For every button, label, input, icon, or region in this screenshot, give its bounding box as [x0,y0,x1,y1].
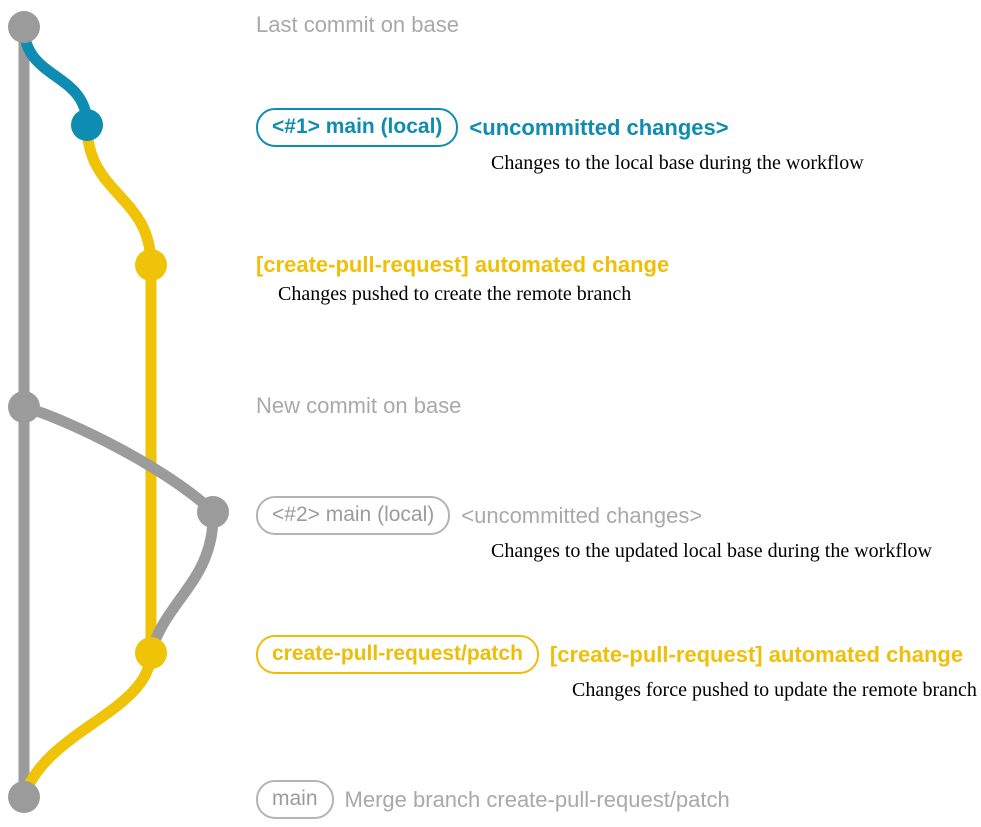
commit-subject: New commit on base [256,393,462,418]
commit-row-merge-commit: main Merge branch create-pull-request/pa… [256,780,730,819]
edge-base2-to-local2 [18,401,219,518]
edge-patch2-to-merge [18,647,157,803]
branch-pill-main-local-2[interactable]: <#2> main (local) [256,496,451,535]
commit-node-patch-2[interactable] [135,637,167,669]
branch-pill-main[interactable]: main [256,780,334,819]
commit-subject: <uncommitted changes> [461,502,703,528]
commit-node-merge[interactable] [8,781,40,813]
commit-row-new-commit-on-base: New commit on base [256,393,461,419]
commit-row-head: Last commit on base [256,12,459,38]
commit-subject: [create-pull-request] automated change [549,641,964,667]
edge-base-to-local1 [18,21,93,131]
commit-row-head: New commit on base [256,393,461,419]
git-graph [8,11,229,813]
commit-node-base-2[interactable] [8,391,40,423]
commit-subject: <uncommitted changes> [469,114,729,140]
commit-caption: Changes force pushed to update the remot… [572,679,977,701]
commit-row-head: <#2> main (local) <uncommitted changes> [256,496,702,535]
branch-pill-create-pull-request-patch[interactable]: create-pull-request/patch [256,635,539,674]
commit-row-automated-change-1: [create-pull-request] automated change C… [256,252,669,306]
commit-subject: Last commit on base [256,12,459,37]
commit-node-patch-1[interactable] [135,249,167,281]
commit-row-head: <#1> main (local) <uncommitted changes> [256,108,729,147]
commit-node-local-1[interactable] [71,109,103,141]
commit-row-automated-change-2: create-pull-request/patch [create-pull-r… [256,635,977,702]
commit-caption: Changes pushed to create the remote bran… [278,283,632,305]
commit-node-local-2[interactable] [197,496,229,528]
commit-row-head: create-pull-request/patch [create-pull-r… [256,635,963,674]
edge-local2-to-patch2 [145,506,219,659]
commit-node-base-1[interactable] [8,11,40,43]
commit-row-local-1: <#1> main (local) <uncommitted changes> … [256,108,864,175]
edge-local1-to-patch1 [81,119,157,271]
commit-row-local-2: <#2> main (local) <uncommitted changes> … [256,496,932,563]
commit-caption: Changes to the local base during the wor… [491,152,864,174]
commit-row-last-commit-on-base: Last commit on base [256,12,459,38]
commit-subject: Merge branch create-pull-request/patch [344,786,730,812]
commit-row-head: [create-pull-request] automated change [256,252,669,278]
commit-subject: [create-pull-request] automated change [256,252,670,277]
commit-caption: Changes to the updated local base during… [491,540,932,562]
branch-pill-main-local-1[interactable]: <#1> main (local) [256,108,459,147]
commit-row-head: main Merge branch create-pull-request/pa… [256,780,730,819]
